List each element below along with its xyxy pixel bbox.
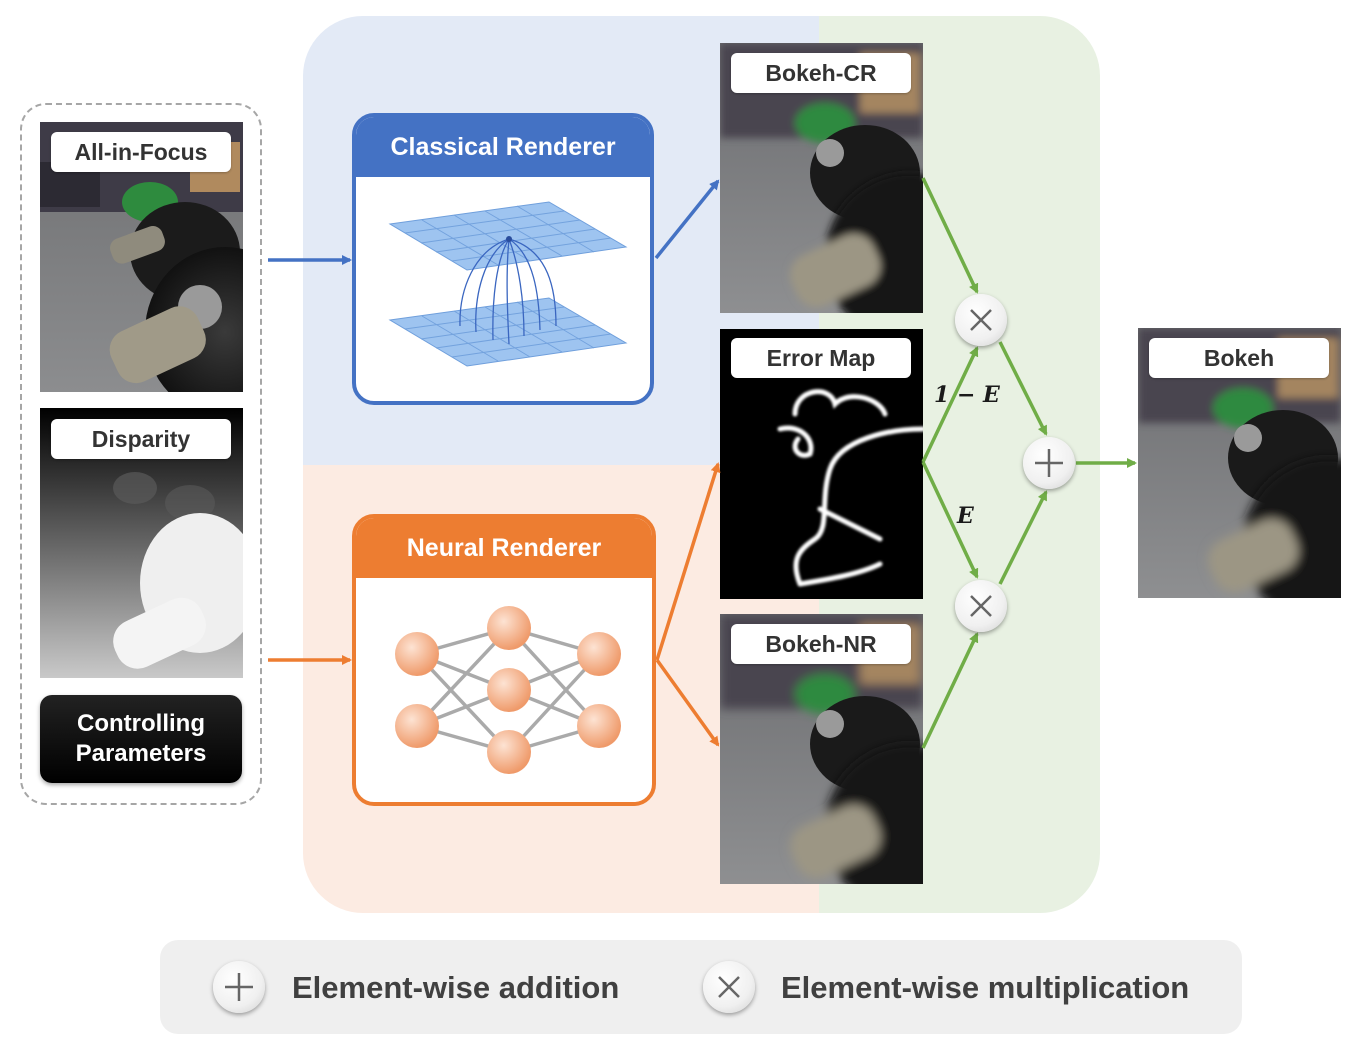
controlling-parameters: Controlling Parameters: [40, 695, 242, 783]
classical-renderer-grid-icon: [388, 201, 628, 367]
disparity-label: Disparity: [51, 419, 231, 459]
legend-multiplication-label: Element-wise multiplication: [781, 970, 1190, 1005]
controlling-parameters-line2: Parameters: [75, 740, 207, 767]
legend-addition-label: Element-wise addition: [292, 970, 620, 1005]
legend-add-icon: [213, 961, 265, 1013]
error-map-label: Error Map: [731, 338, 911, 378]
weight-one-minus-e: 1 − E: [934, 382, 1000, 408]
controlling-parameters-line1: Controlling: [77, 710, 205, 737]
bokeh-label: Bokeh: [1149, 338, 1329, 378]
legend-multiply-icon: [703, 961, 755, 1013]
bokeh-cr-label: Bokeh-CR: [731, 53, 911, 93]
neural-network-icon: [395, 606, 621, 774]
multiply-icon-top: [955, 294, 1007, 346]
weight-e: E: [957, 503, 974, 529]
classical-renderer-title: Classical Renderer: [356, 117, 650, 177]
all-in-focus-label: All-in-Focus: [51, 132, 231, 172]
neural-renderer-box: Neural Renderer: [352, 514, 656, 806]
classical-renderer-box: Classical Renderer: [352, 113, 654, 405]
bokeh-nr-label: Bokeh-NR: [731, 624, 911, 664]
input-group: [20, 103, 262, 805]
multiply-icon-bottom: [955, 580, 1007, 632]
legend: [160, 940, 1242, 1034]
neural-renderer-title: Neural Renderer: [356, 518, 652, 578]
add-icon: [1023, 437, 1075, 489]
